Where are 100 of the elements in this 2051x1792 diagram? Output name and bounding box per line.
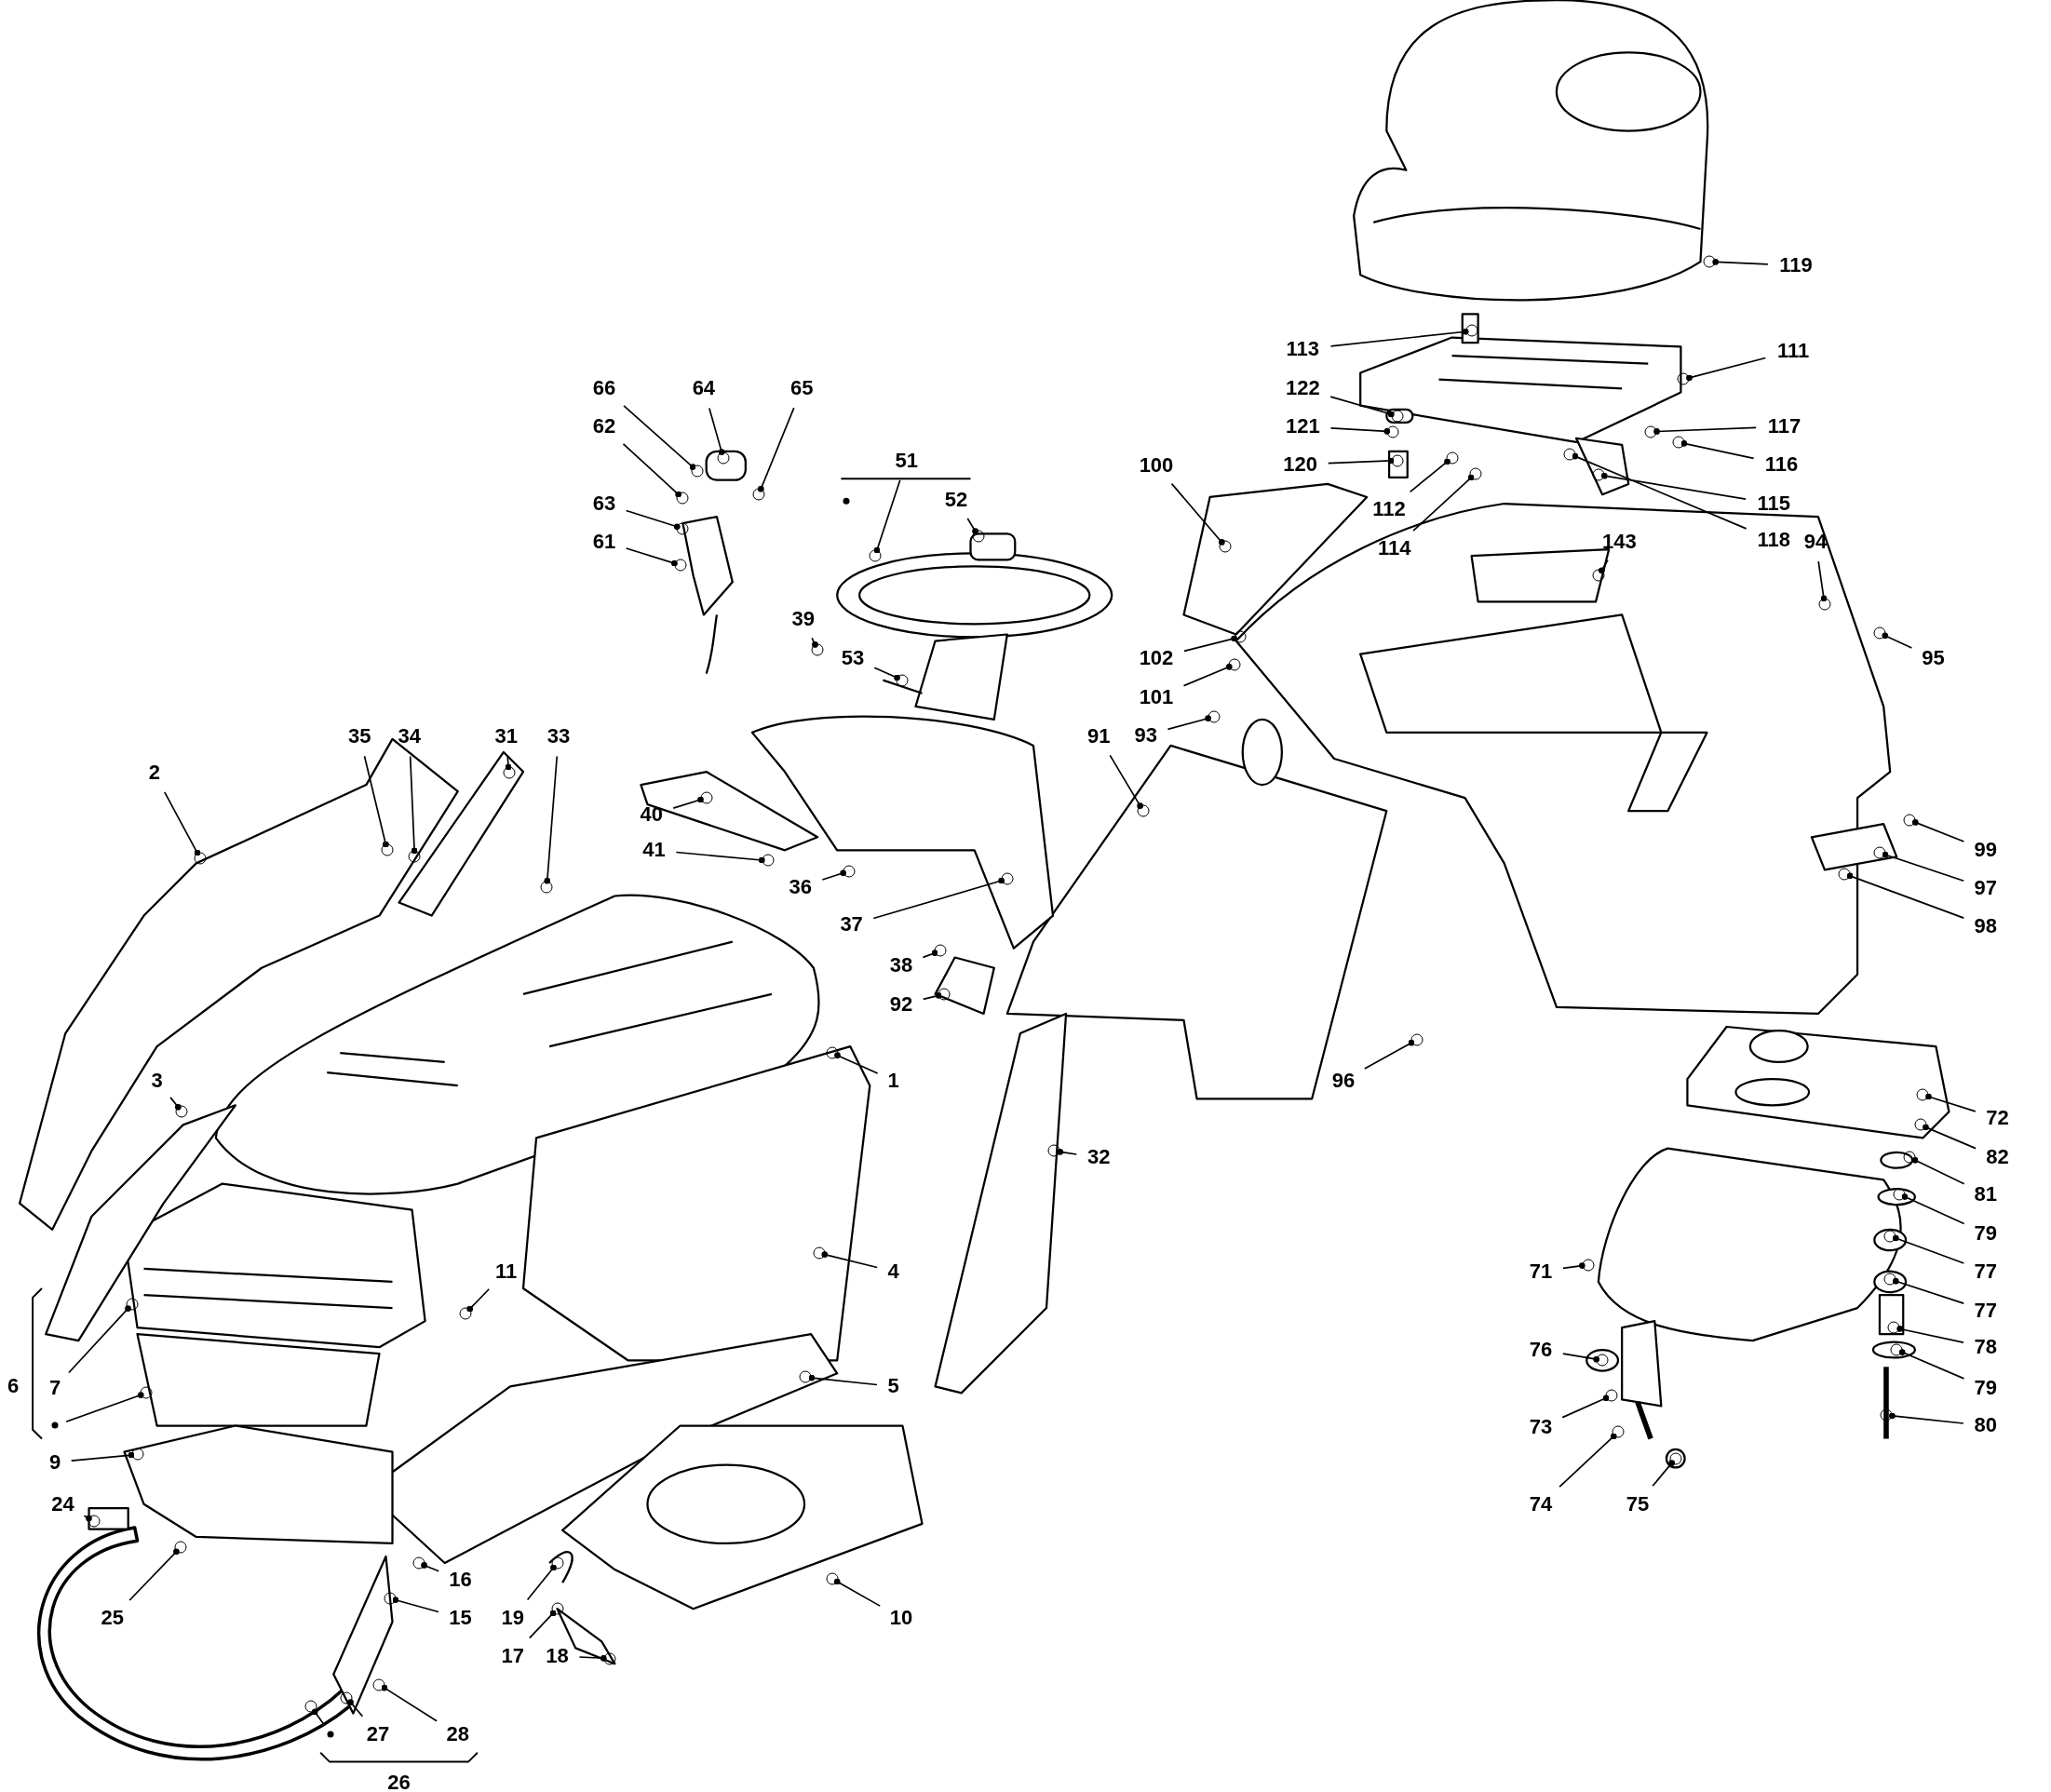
callout-number: 35: [348, 726, 371, 747]
callout-number: 52: [944, 489, 968, 510]
leader-line: [1680, 439, 1755, 460]
bullet-mark: [51, 1421, 59, 1429]
callout-number: 24: [51, 1493, 74, 1515]
leader-line: [1600, 472, 1747, 500]
callout-number: 65: [790, 378, 814, 399]
callout-number: 34: [398, 726, 421, 747]
leader-line: [544, 755, 559, 884]
leader-line: [163, 791, 201, 856]
leader-line: [1653, 426, 1758, 435]
leader-line: [811, 637, 818, 648]
leader-line: [821, 869, 847, 881]
leader-line: [623, 405, 696, 470]
leader-line: [528, 1610, 557, 1639]
callout-number: 76: [1529, 1339, 1553, 1360]
callout-number: 113: [1286, 339, 1320, 360]
leader-line: [83, 1515, 92, 1522]
callout-number: 143: [1602, 531, 1637, 552]
callout-number: 19: [501, 1607, 524, 1628]
leader-line: [1329, 328, 1469, 347]
leader-line: [834, 1052, 879, 1074]
callout-number: 72: [1986, 1108, 2009, 1129]
leader-line: [873, 667, 900, 681]
callout-number: 95: [1922, 647, 1945, 668]
callout-number: 121: [1286, 416, 1320, 437]
leader-line: [311, 1708, 325, 1725]
leader-line: [1562, 1353, 1600, 1363]
leader-line: [622, 442, 681, 498]
leader-line: [347, 1699, 364, 1718]
leader-line: [708, 407, 725, 455]
leader-line: [922, 950, 938, 959]
leader-line: [1896, 1326, 1964, 1343]
callout-number: 98: [1974, 915, 1997, 936]
callout-number: 116: [1764, 453, 1799, 475]
callout-number: 17: [501, 1645, 524, 1666]
leader-line: [1911, 819, 1965, 842]
callout-number: 2: [148, 762, 160, 784]
callout-number: 7: [48, 1377, 61, 1398]
leader-line: [757, 407, 795, 492]
callout-number: 80: [1974, 1415, 1997, 1436]
callout-number: 66: [592, 378, 616, 399]
callout-number: 10: [889, 1607, 913, 1628]
callout-number: 37: [840, 914, 863, 936]
leader-line: [1327, 457, 1395, 465]
callout-number: 115: [1757, 492, 1790, 514]
callout-number: 41: [642, 840, 666, 861]
callout-number: 53: [841, 647, 865, 668]
callout-number: 33: [546, 726, 571, 747]
callout-number: 62: [592, 416, 616, 437]
leader-line: [1686, 357, 1767, 382]
callout-number: 27: [366, 1724, 390, 1745]
callout-number: 77: [1974, 1300, 1997, 1321]
callout-number: 122: [1286, 378, 1320, 399]
callout-number: 61: [592, 531, 616, 552]
callout-number: 101: [1139, 686, 1174, 707]
leader-line: [873, 478, 901, 554]
leader-line: [1363, 1039, 1415, 1070]
leader-line: [1923, 1124, 1977, 1150]
callout-number: 71: [1529, 1260, 1553, 1282]
leader-line: [578, 1654, 607, 1662]
callout-number: 15: [449, 1607, 472, 1628]
leader-line: [1901, 1193, 1965, 1225]
leader-line: [392, 1597, 439, 1613]
callout-number: 11: [495, 1260, 518, 1282]
callout-number: 91: [1086, 726, 1111, 747]
leader-line: [505, 755, 512, 771]
leader-line: [808, 1374, 878, 1386]
callout-number: 94: [1803, 531, 1828, 552]
leader-line: [1562, 1262, 1585, 1270]
leader-line: [872, 877, 1005, 920]
leader-line: [833, 1578, 882, 1607]
callout-number: 40: [640, 804, 663, 826]
leader-line: [65, 1392, 144, 1422]
leader-line: [966, 518, 978, 534]
callout-number: 63: [592, 492, 616, 514]
callout-number: 74: [1529, 1493, 1553, 1515]
callout-number: 79: [1974, 1222, 1997, 1244]
callout-number: 26: [387, 1772, 411, 1792]
leader-line: [1409, 458, 1451, 493]
callout-number: 18: [546, 1645, 569, 1666]
leader-line: [169, 1097, 182, 1111]
leader-line: [1898, 1349, 1965, 1380]
leader-line: [1561, 1395, 1610, 1419]
callout-number: 6: [7, 1376, 20, 1397]
leader-line: [1329, 427, 1391, 435]
callout-number: 75: [1626, 1493, 1650, 1515]
leader-line: [1109, 754, 1143, 809]
leader-line: [1892, 1277, 1965, 1304]
callout-number: 79: [1974, 1377, 1997, 1398]
leader-line: [1817, 560, 1828, 602]
callout-number: 78: [1974, 1337, 1997, 1358]
leader-line: [70, 1451, 135, 1462]
leader-line: [466, 1287, 491, 1313]
callout-number: 99: [1974, 840, 1997, 861]
callout-number: 3: [151, 1070, 163, 1091]
callout-number: 32: [1086, 1147, 1111, 1168]
callout-number: 39: [791, 608, 815, 629]
callout-number: 25: [101, 1607, 125, 1628]
leader-line: [1882, 632, 1913, 649]
